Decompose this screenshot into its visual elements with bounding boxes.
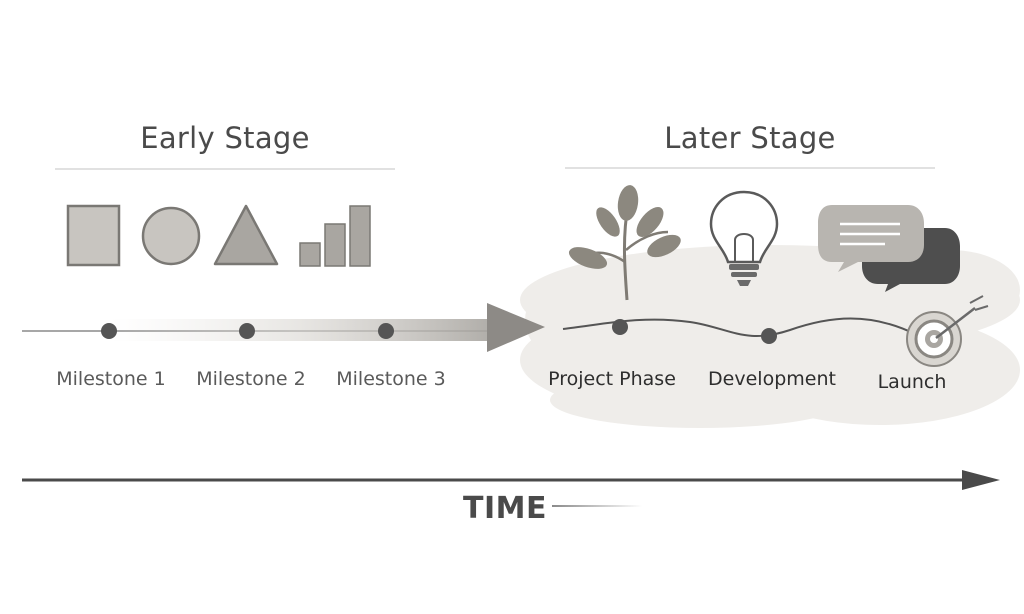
milestone-label: Milestone 3 bbox=[336, 368, 445, 390]
square-icon bbox=[66, 204, 121, 267]
time-label-tail bbox=[552, 505, 642, 507]
milestone-dot bbox=[101, 323, 117, 339]
circle-icon bbox=[141, 206, 201, 266]
milestone-label: Development bbox=[708, 368, 836, 390]
target-icon bbox=[906, 295, 989, 367]
milestone-dot bbox=[761, 328, 777, 344]
milestone-label: Launch bbox=[878, 371, 947, 393]
early-timeline-band bbox=[110, 319, 490, 341]
bar-chart-icon bbox=[299, 205, 371, 267]
milestone-label: Milestone 1 bbox=[56, 368, 165, 390]
early-stage-title: Early Stage bbox=[140, 121, 310, 155]
time-label: TIME bbox=[463, 491, 547, 526]
milestone-dot bbox=[378, 323, 394, 339]
early-timeline-arrowhead bbox=[487, 303, 545, 352]
later-stage-title: Later Stage bbox=[664, 121, 835, 155]
plant-icon bbox=[568, 185, 681, 301]
lightbulb-icon bbox=[709, 190, 779, 286]
milestone-dot bbox=[239, 323, 255, 339]
milestone-label: Milestone 2 bbox=[196, 368, 305, 390]
milestone-dot bbox=[612, 319, 628, 335]
milestone-label: Project Phase bbox=[548, 368, 676, 390]
chat-bubbles-icon bbox=[818, 205, 960, 292]
triangle-icon bbox=[213, 204, 279, 266]
time-axis-arrowhead bbox=[962, 470, 1000, 490]
